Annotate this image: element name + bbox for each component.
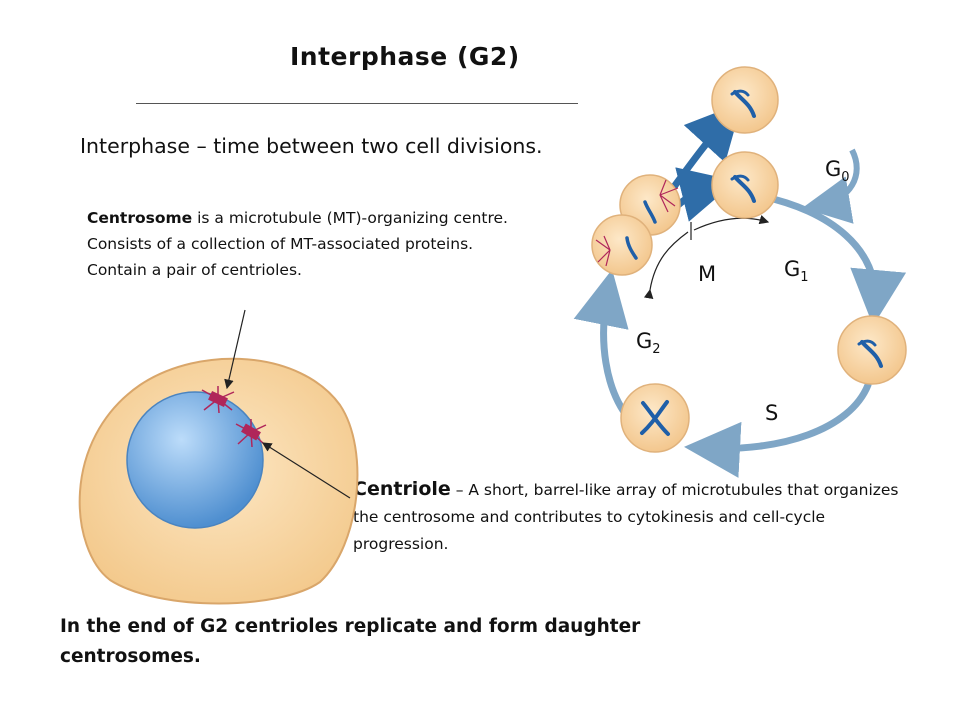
- g2-summary: In the end of G2 centrioles replicate an…: [60, 616, 641, 667]
- centrosome-lower: [235, 419, 267, 448]
- centrosome-upper: [201, 386, 235, 414]
- s-phase-cell: [620, 383, 690, 453]
- dividing-cell: [591, 174, 681, 276]
- centrosome-definition: is a microtubule (MT)-organizing centre.…: [87, 209, 508, 279]
- centrosome-description: Centrosome is a microtubule (MT)-organiz…: [87, 205, 517, 283]
- label-g2: G2: [636, 329, 661, 357]
- label-m: M: [698, 262, 716, 286]
- title-underline: [136, 103, 578, 104]
- interphase-cell: [78, 357, 359, 605]
- daughter-cell-middle: [711, 151, 779, 219]
- exit-arrow-lower: [675, 167, 737, 222]
- centriole-pointer: [261, 442, 351, 499]
- g0-loop-arrow: [802, 148, 860, 224]
- daughter-cell-top: [711, 66, 779, 134]
- nucleus: [126, 391, 264, 529]
- interphase-definition: Interphase – time between two cell divis…: [80, 134, 543, 158]
- m-bracket-right: [693, 214, 770, 231]
- slide-title: Interphase (G2): [290, 42, 520, 71]
- centriole-description: Centriole – A short, barrel-like array o…: [353, 476, 913, 558]
- centrosome-term: Centrosome: [87, 209, 193, 227]
- centriole-term: Centriole: [353, 478, 451, 500]
- centrosome-pointer: [224, 309, 246, 390]
- centriole-definition: – A short, barrel-like array of microtub…: [353, 481, 899, 553]
- label-g0: G0: [825, 157, 850, 185]
- label-g1: G1: [784, 257, 809, 285]
- m-bracket-left: [643, 231, 689, 300]
- g1-cell: [837, 315, 907, 385]
- label-s: S: [765, 401, 778, 425]
